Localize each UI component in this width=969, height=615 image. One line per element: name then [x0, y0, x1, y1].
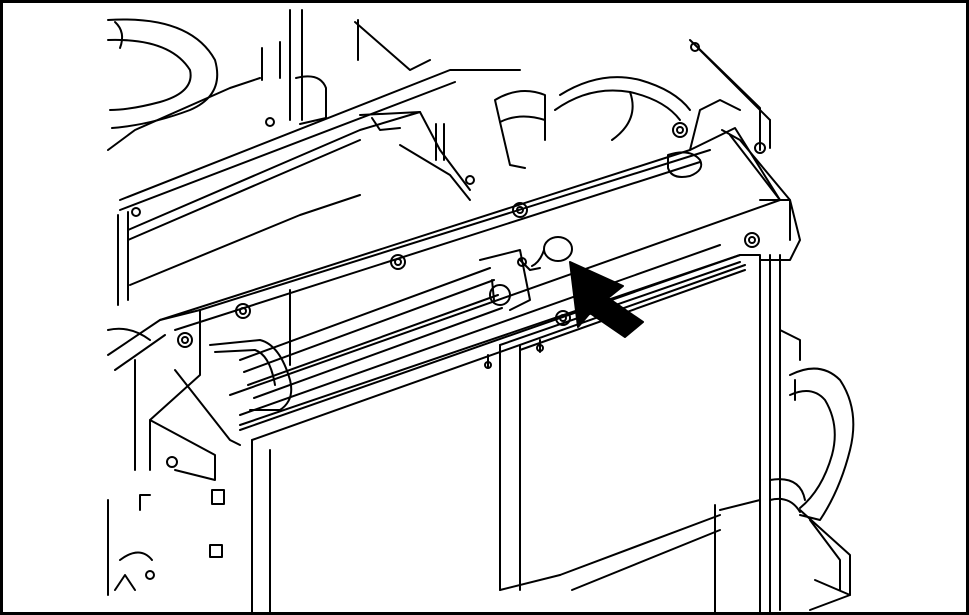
left-bracket: [107, 289, 293, 596]
top-support-bar: [159, 99, 791, 396]
callout-arrow: [569, 261, 644, 338]
lower-hose: [769, 367, 855, 611]
right-frame: [714, 199, 801, 615]
intake-elbow: [494, 76, 691, 169]
fan-housing: [107, 9, 431, 151]
radiator-core: [239, 232, 761, 615]
upper-frame: [107, 39, 771, 341]
